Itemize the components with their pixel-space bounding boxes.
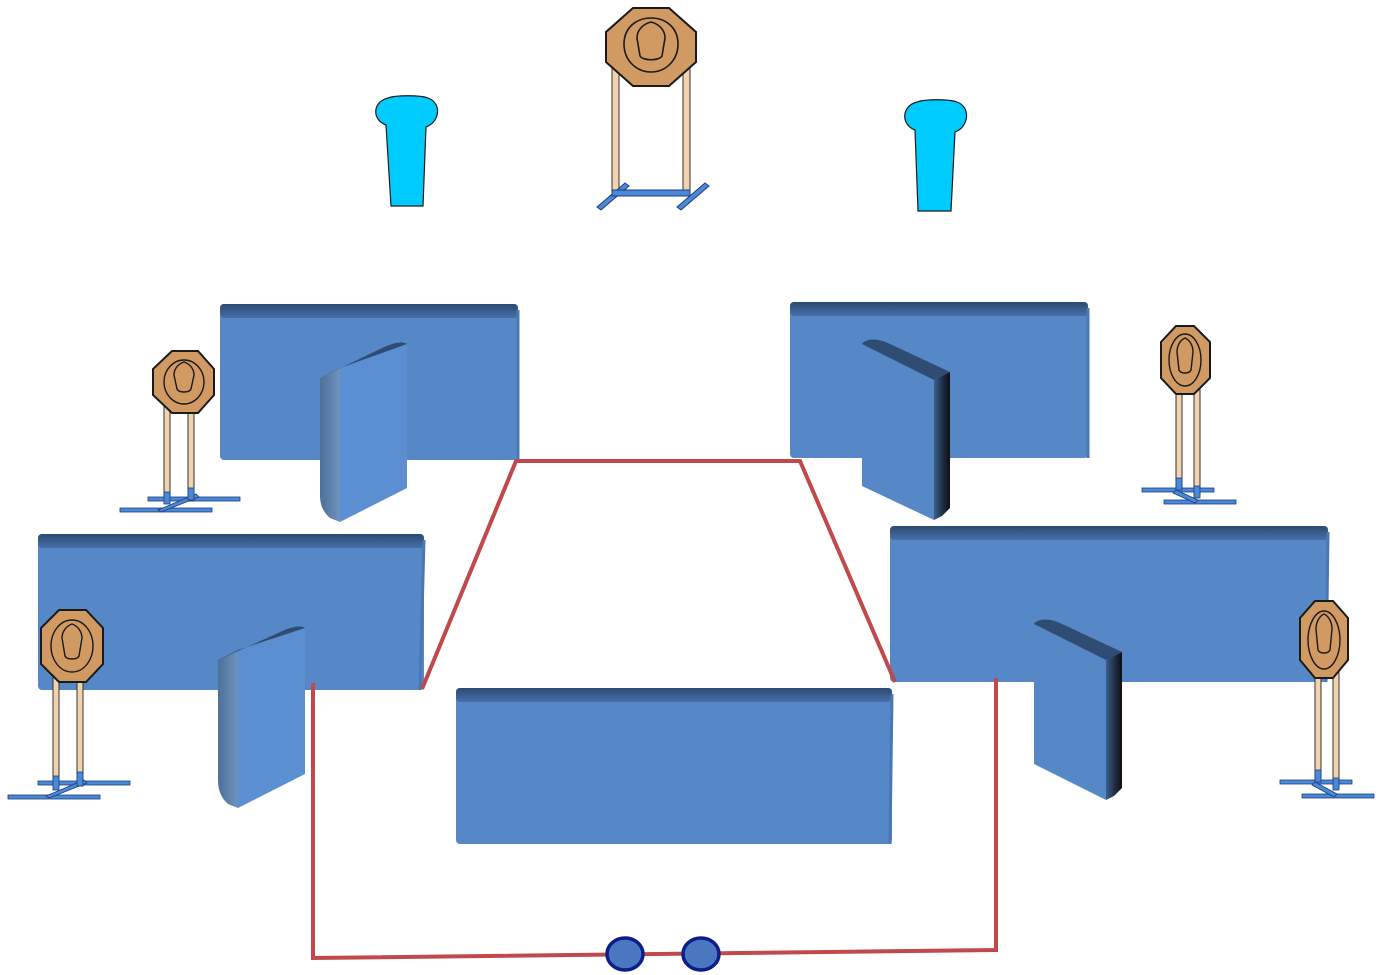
panel-lower-right: [1034, 619, 1122, 800]
shooting-area-boundary-upper: [420, 459, 897, 690]
wall-lower-left: [38, 534, 426, 691]
panel-upper-left: [320, 341, 407, 522]
steel-target-mid-left: [119, 350, 241, 513]
steel-target-top-center: [596, 7, 710, 211]
panel-lower-left: [218, 625, 305, 808]
panel-upper-right: [862, 339, 950, 520]
shooting-area-boundary: [311, 678, 998, 961]
steel-target-mid-right: [1141, 325, 1237, 505]
popper-target-top-right: [904, 99, 968, 212]
start-position-left[interactable]: [605, 936, 645, 972]
popper-target-top-left: [375, 95, 439, 207]
wall-center-front: [456, 688, 894, 845]
start-position-right[interactable]: [681, 936, 721, 972]
steel-target-far-left: [7, 609, 131, 800]
steel-target-far-right: [1279, 600, 1375, 799]
